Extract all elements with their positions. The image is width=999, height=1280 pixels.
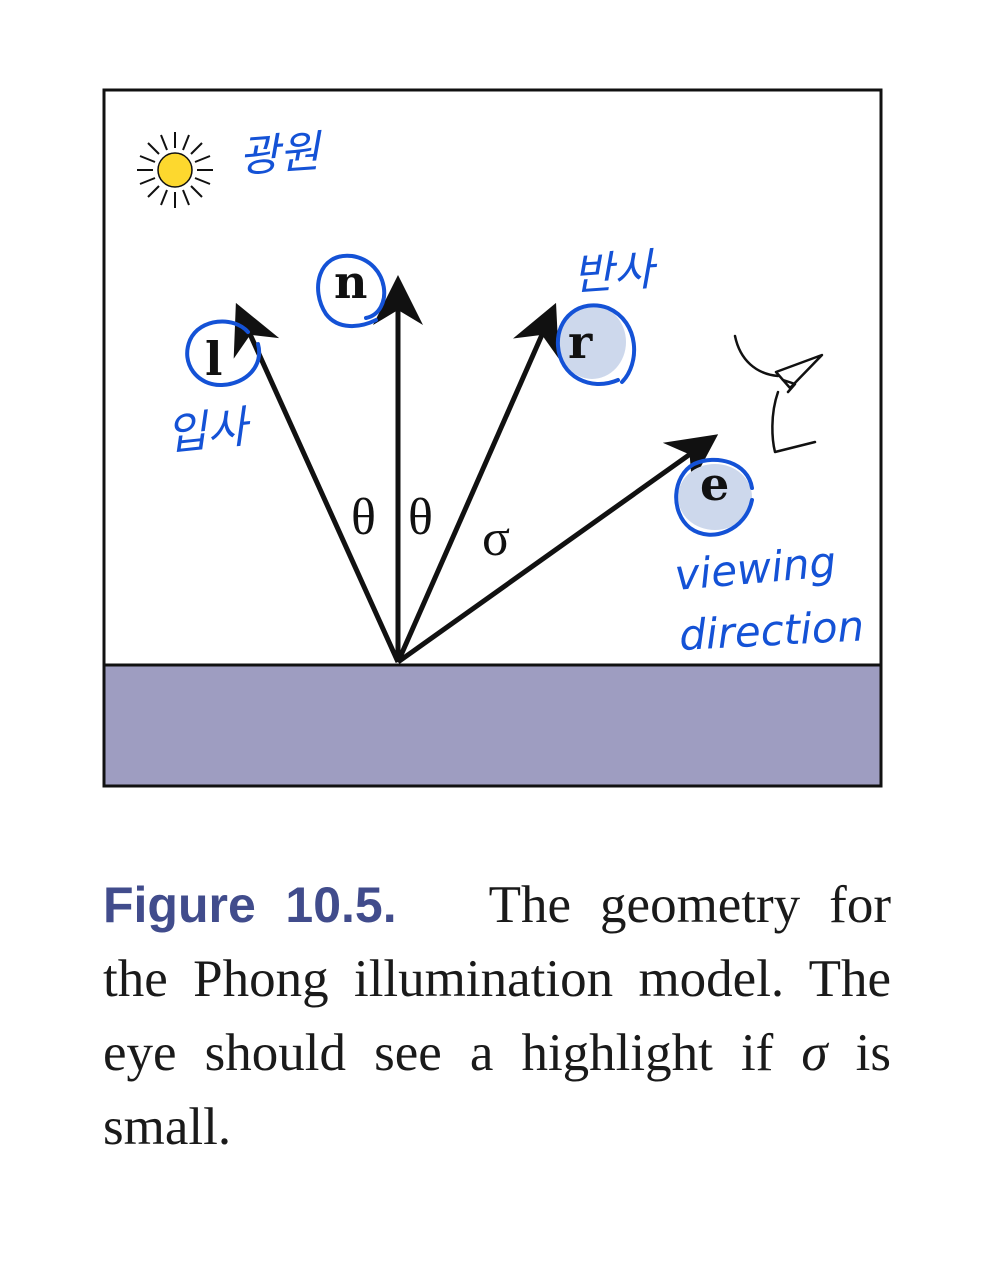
annotation-light-source: 광원 (237, 126, 325, 183)
caption-sigma: σ (801, 1024, 828, 1082)
r-highlight (558, 305, 626, 379)
vector-e-arrow (396, 434, 719, 665)
angle-theta-left: θ (351, 489, 376, 546)
vector-l-arrow (233, 302, 401, 664)
vector-l-label: l (205, 332, 222, 386)
caption-text: The geometry for the Phong illumination … (103, 876, 891, 1082)
vector-n-label: n (334, 255, 367, 309)
surface (102, 663, 883, 788)
phong-diagram: l n r e θ θ σ 광원 입사 반사 viewing direction (102, 88, 883, 788)
annotation-incident: 입사 (164, 401, 254, 461)
circle-r (555, 303, 637, 386)
figure-caption: Figure 10.5.The geometry for the Phong i… (103, 868, 891, 1164)
annotation-reflection: 반사 (571, 244, 660, 301)
vector-r-label: r (568, 315, 593, 369)
circle-e (674, 457, 754, 537)
angle-theta-right: θ (408, 489, 433, 546)
annotation-direction: direction (678, 601, 865, 660)
sun-icon (137, 132, 213, 208)
caption-text-end: is small. (103, 1024, 891, 1156)
vector-arrows (233, 275, 719, 665)
circle-n (316, 253, 387, 328)
e-highlight (678, 464, 752, 530)
angle-sigma: σ (482, 510, 510, 567)
eye-sketch-icon (733, 334, 824, 454)
vector-r-arrow (395, 302, 559, 664)
circle-l (185, 319, 262, 388)
vector-e-label: e (700, 457, 729, 511)
caption-label: Figure 10.5. (103, 877, 397, 933)
